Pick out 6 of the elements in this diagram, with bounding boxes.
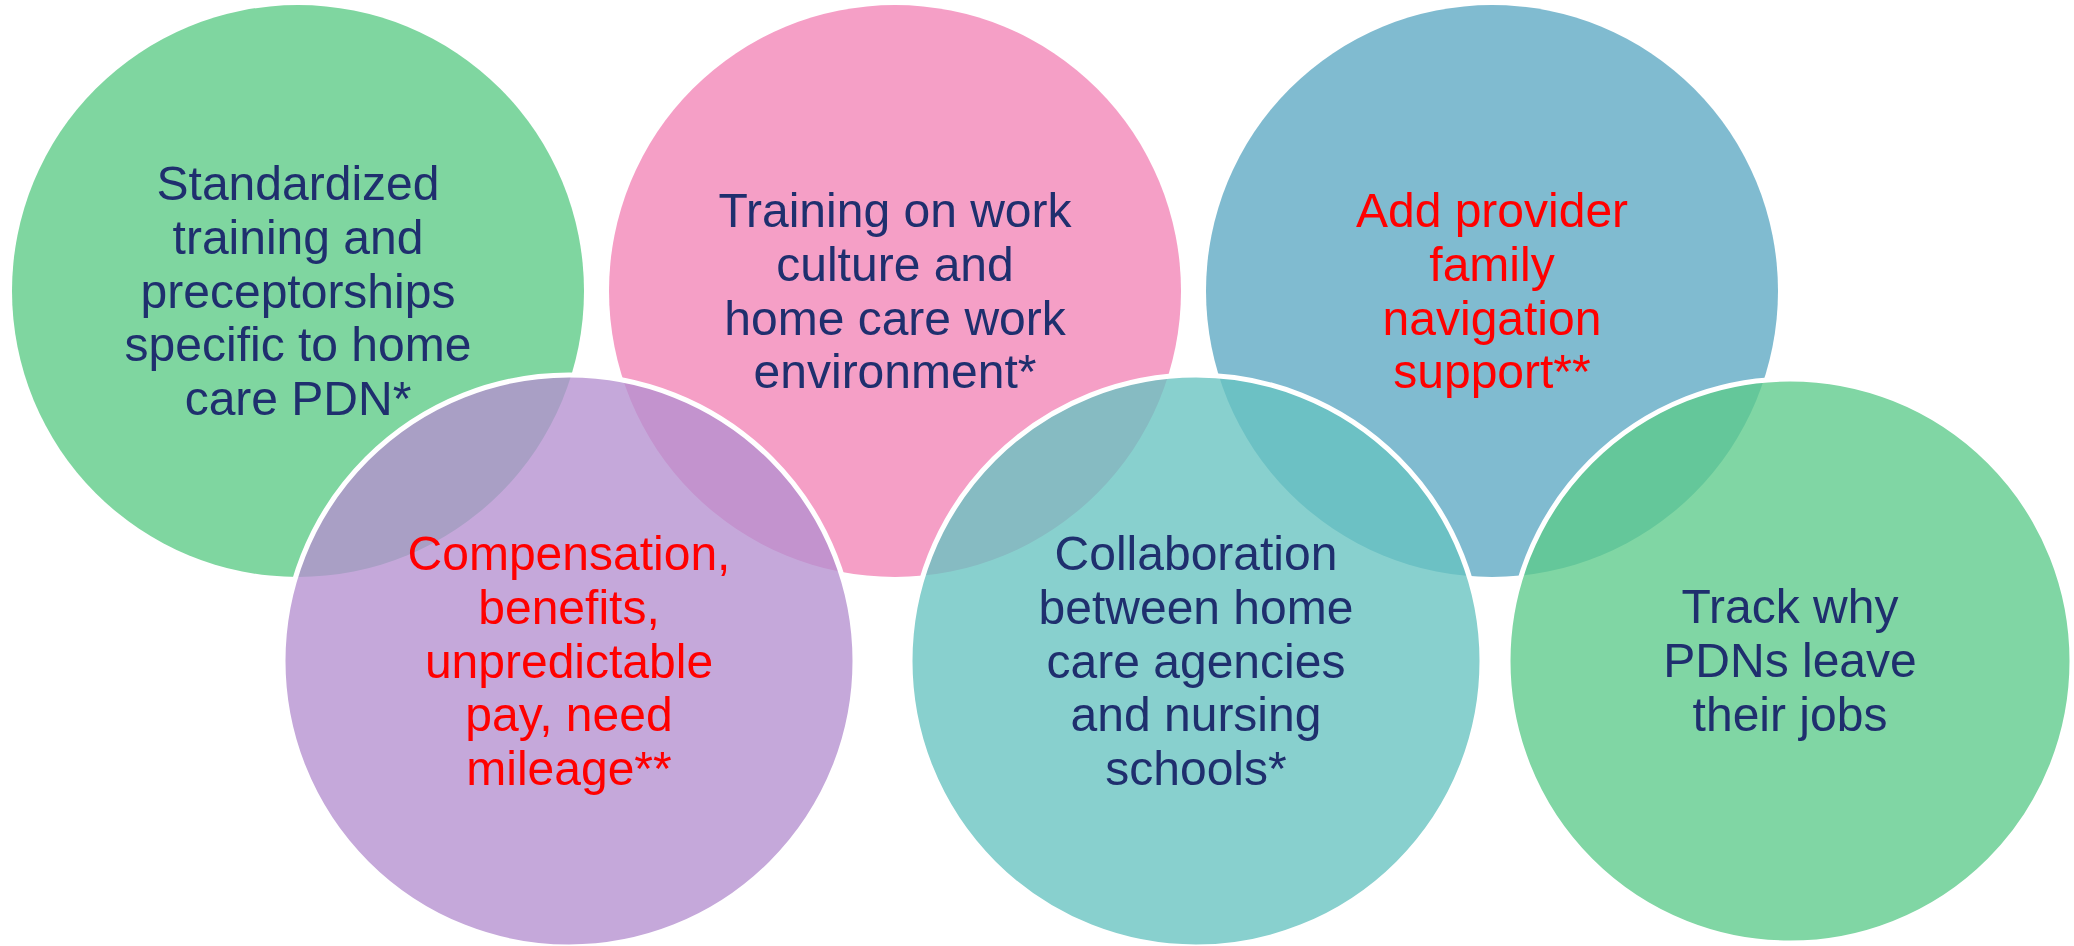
circle-label: Standardized training and preceptorships specific to home care PDN* bbox=[123, 156, 473, 426]
circle-label: Compensation, benefits, unpredictable pay, need mileage** bbox=[406, 526, 732, 796]
circle-label: Add provider family navigation support** bbox=[1354, 183, 1630, 399]
circle-label: Collaboration between home care agencies and nursing schools* bbox=[1037, 526, 1355, 796]
circle-label: Training on work culture and home care work environment* bbox=[717, 183, 1073, 399]
circle-label: Track why PDNs leave their jobs bbox=[1662, 580, 1918, 742]
